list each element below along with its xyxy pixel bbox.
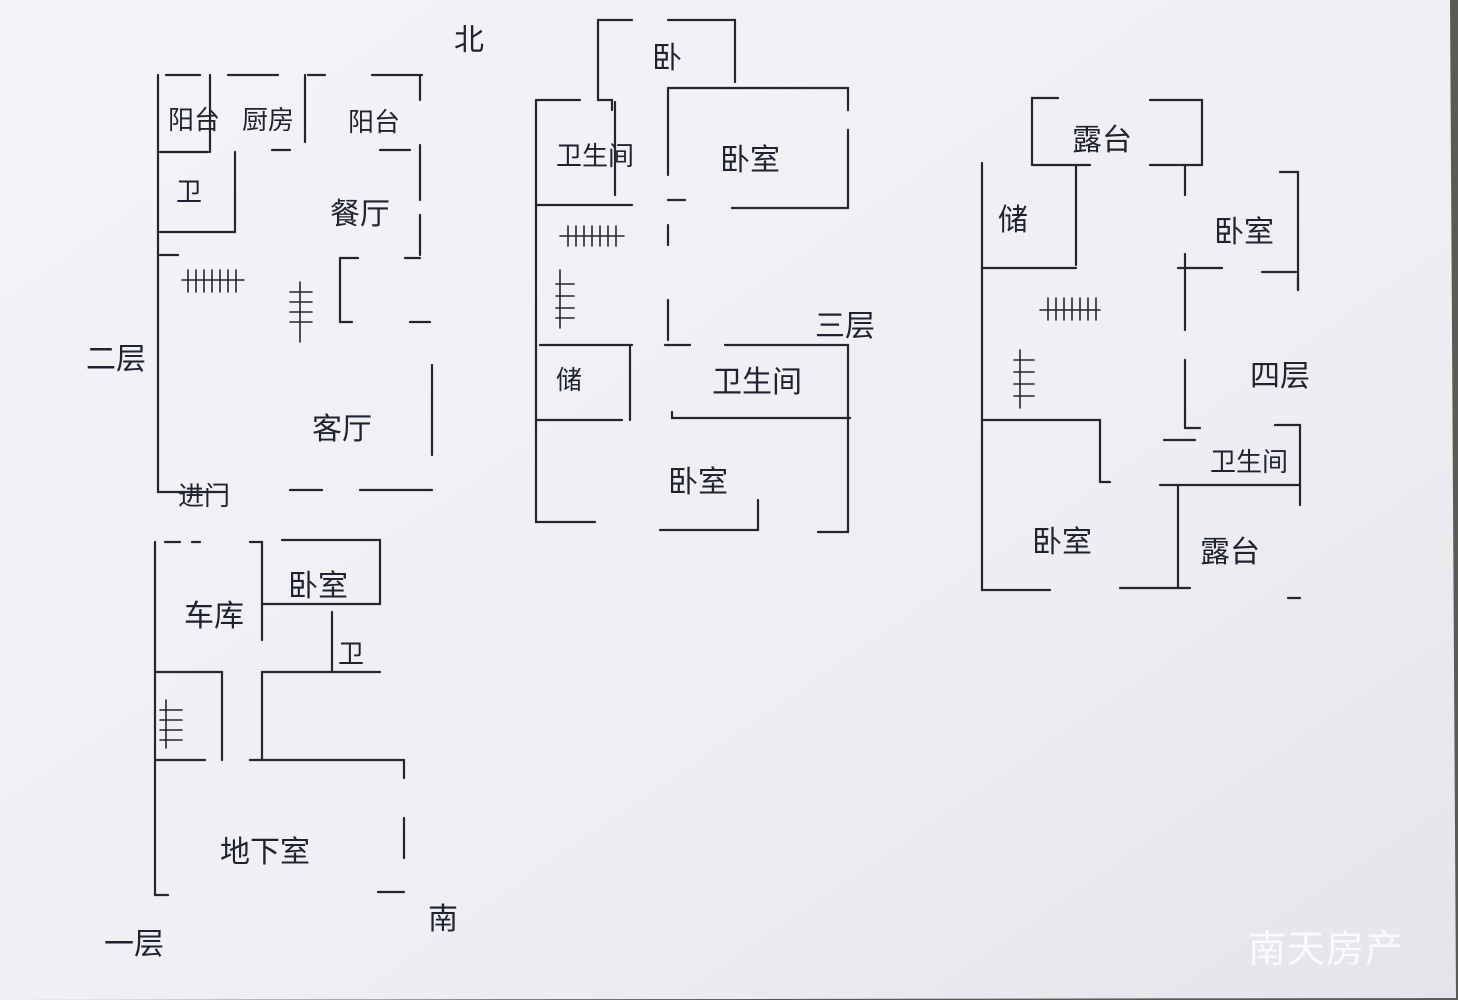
- floor-4-title: 四层: [1250, 359, 1310, 394]
- room-f3-bath-b: 卫生间: [712, 365, 802, 400]
- floor-3-walls: [534, 18, 852, 534]
- floor-1-stairs: [159, 699, 183, 749]
- room-f2-bath: 卫: [176, 178, 203, 208]
- room-f1-basement: 地下室: [220, 835, 310, 870]
- floor-2-walls: [156, 73, 434, 494]
- floor-2-title: 二层: [86, 342, 146, 377]
- room-f4-terrace-bottom: 露台: [1200, 535, 1260, 570]
- room-f1-bedroom: 卧室: [288, 569, 348, 604]
- room-f2-kitchen: 厨房: [242, 106, 295, 136]
- floor-4-walls: [980, 96, 1302, 600]
- floor-3-title: 三层: [815, 309, 875, 344]
- room-f2-dining: 餐厅: [330, 197, 390, 232]
- floor-3-stairs: [555, 225, 625, 329]
- room-f4-bedroom-a: 卧室: [1214, 215, 1274, 250]
- room-f3-bedroom-b: 卧室: [668, 465, 728, 500]
- floor-1-title: 一层: [104, 927, 164, 962]
- room-f4-bath: 卫生间: [1210, 448, 1289, 478]
- room-f1-garage: 车库: [184, 599, 244, 634]
- north-label: 北: [454, 23, 484, 58]
- floor-1-walls: [153, 538, 406, 897]
- room-f2-balcony-a: 阳台: [168, 106, 221, 136]
- room-f4-bedroom-b: 卧室: [1032, 525, 1092, 560]
- room-f4-terrace-top: 露台: [1072, 123, 1132, 158]
- room-f3-bedroom-top: 卧: [652, 41, 682, 76]
- watermark-logo: 南天房产: [1248, 927, 1405, 971]
- floor-2-stairs: [181, 269, 313, 343]
- room-f2-balcony-b: 阳台: [348, 108, 401, 138]
- room-f2-entrance: 进门: [178, 482, 231, 512]
- room-f1-bath: 卫: [338, 640, 365, 670]
- room-f4-storage: 储: [998, 203, 1028, 238]
- room-f2-living: 客厅: [312, 412, 372, 447]
- room-f3-bath-a: 卫生间: [556, 142, 635, 172]
- room-f3-storage: 储: [556, 366, 583, 396]
- room-f3-bedroom-a: 卧室: [720, 143, 780, 178]
- south-label: 南: [428, 902, 458, 937]
- floor-4-stairs: [1013, 297, 1101, 409]
